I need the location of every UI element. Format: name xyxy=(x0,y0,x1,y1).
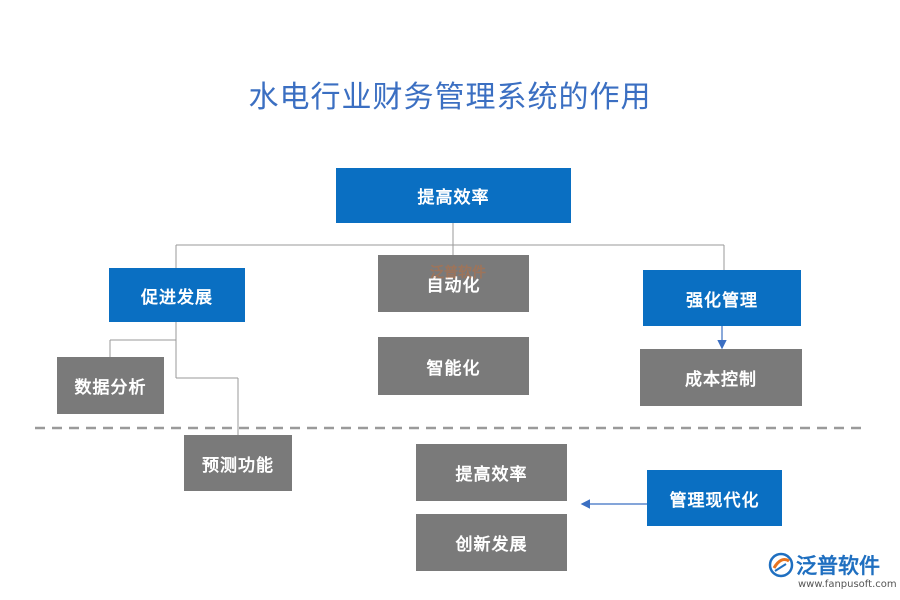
node-root: 提高效率 xyxy=(336,168,571,223)
node-innovation: 创新发展 xyxy=(416,514,567,571)
node-improve-efficiency-bottom: 提高效率 xyxy=(416,444,567,501)
fanpu-logo-icon xyxy=(768,552,794,578)
node-forecast: 预测功能 xyxy=(184,435,292,491)
node-management-modernization: 管理现代化 xyxy=(647,470,782,526)
node-automation: 自动化 xyxy=(378,255,529,312)
node-data-analysis: 数据分析 xyxy=(57,357,164,414)
brand-logo: 泛普软件 www.fanpusoft.com xyxy=(768,550,897,596)
logo-url: www.fanpusoft.com xyxy=(798,579,897,590)
logo-name: 泛普软件 xyxy=(796,554,880,578)
diagram-title: 水电行业财务管理系统的作用 xyxy=(248,80,652,115)
node-cost-control: 成本控制 xyxy=(640,349,802,406)
node-intelligence: 智能化 xyxy=(378,337,529,395)
node-strengthen-management: 强化管理 xyxy=(643,270,801,326)
node-promote-development: 促进发展 xyxy=(109,268,245,322)
